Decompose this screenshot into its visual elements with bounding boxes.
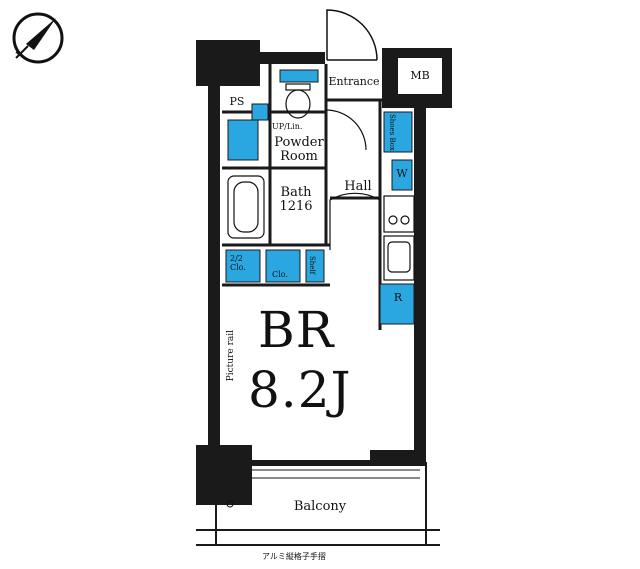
hall-door (329, 192, 381, 250)
label-br-name: BR (258, 301, 335, 359)
label-w: W (396, 167, 408, 180)
label-clo-2: Clo. (272, 270, 288, 279)
balcony-structure (196, 462, 440, 546)
drain-icon (226, 500, 234, 508)
label-balcony: Balcony (293, 499, 347, 514)
label-hall: Hall (344, 179, 372, 194)
label-r: R (393, 291, 403, 304)
label-shelf: Shelf (308, 256, 316, 275)
entrance-door (326, 9, 378, 61)
label-mb: MB (410, 69, 430, 82)
balcony-window (252, 469, 420, 479)
label-br-size: 8.2J (248, 361, 352, 419)
label-ps: PS (229, 95, 245, 108)
fixtures (227, 83, 415, 281)
label-up-lin: UP/Lin. (272, 122, 303, 131)
label-railing: アルミ縦格子手摺 (262, 552, 326, 561)
powder-door (325, 109, 367, 151)
storage-areas (225, 69, 415, 325)
label-shoes-box: Shoes Box (388, 114, 396, 151)
label-clo-1: 2/2 Clo. (230, 254, 246, 272)
mb-box (398, 58, 442, 94)
compass-icon (12, 12, 64, 64)
label-entrance: Entrance (328, 75, 380, 88)
label-powder-room: Powder Room (274, 135, 324, 164)
label-picture-rail: Picture rail (226, 330, 236, 382)
label-bath: Bath 1216 (279, 185, 313, 214)
